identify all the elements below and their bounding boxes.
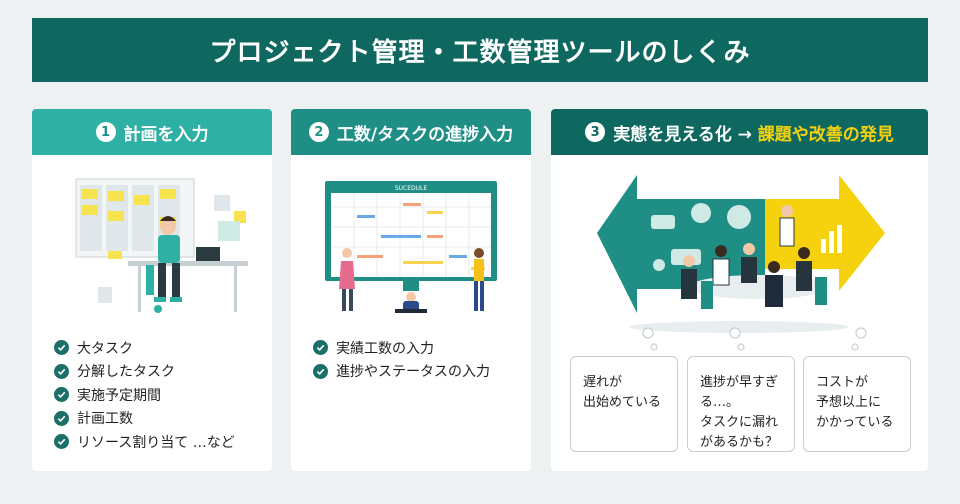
list-item: 進捗やステータスの入力 [313, 360, 490, 384]
plan-input-checklist: 大タスク 分解したタスク 実施予定期間 計画工数 リソース割り当て …など [54, 336, 235, 454]
list-item: 分解したタスク [54, 360, 235, 384]
plan-input-header: 1 計画を入力 [32, 109, 272, 155]
schedule-illustration: SUCEDULE [325, 181, 497, 313]
list-item: 計画工数 [54, 407, 235, 431]
progress-bubble: 進捗が早すぎ る…。 タスクに漏れ があるかも？ [687, 356, 795, 452]
progress-input-card: 2 工数/タスクの進捗入力 SUCEDULE [291, 109, 531, 471]
list-item: 実施予定期間 [54, 383, 235, 407]
list-item: 大タスク [54, 336, 235, 360]
list-item: リソース割り当て …など [54, 430, 235, 454]
check-icon [54, 363, 69, 379]
visualization-header: 3 実態を見える化 → 課題や改善の発見 [551, 109, 928, 155]
list-item: 実績工数の入力 [313, 336, 490, 360]
step-number-3: 3 [585, 122, 606, 142]
cost-bubble: コストが 予想以上に かかっている [803, 356, 911, 452]
page-title: プロジェクト管理・工数管理ツールのしくみ [32, 18, 928, 82]
progress-input-heading: 工数/タスクの進捗入力 [336, 124, 514, 145]
check-icon [54, 387, 69, 403]
check-icon [313, 340, 328, 356]
progress-input-checklist: 実績工数の入力 進捗やステータスの入力 [313, 336, 490, 383]
step-number-2: 2 [308, 122, 329, 142]
plan-input-heading: 計画を入力 [123, 124, 209, 145]
meeting-illustration [597, 175, 885, 333]
plan-input-card: 1 計画を入力 [32, 109, 272, 471]
thought-dots [642, 327, 867, 351]
visualization-heading: 実態を見える化 → 課題や改善の発見 [613, 124, 894, 145]
schedule-label: SUCEDULE [395, 185, 428, 192]
delay-bubble: 遅れが 出始めている [570, 356, 678, 452]
visualization-card: 3 実態を見える化 → 課題や改善の発見 [551, 109, 928, 471]
check-icon [313, 363, 328, 379]
check-icon [54, 340, 69, 356]
step-number-1: 1 [95, 122, 116, 142]
progress-input-header: 2 工数/タスクの進捗入力 [291, 109, 531, 155]
visualization-heading-highlight: 課題や改善の発見 [757, 124, 894, 145]
check-icon [54, 410, 69, 426]
check-icon [54, 434, 69, 450]
planning-illustration [75, 178, 248, 313]
